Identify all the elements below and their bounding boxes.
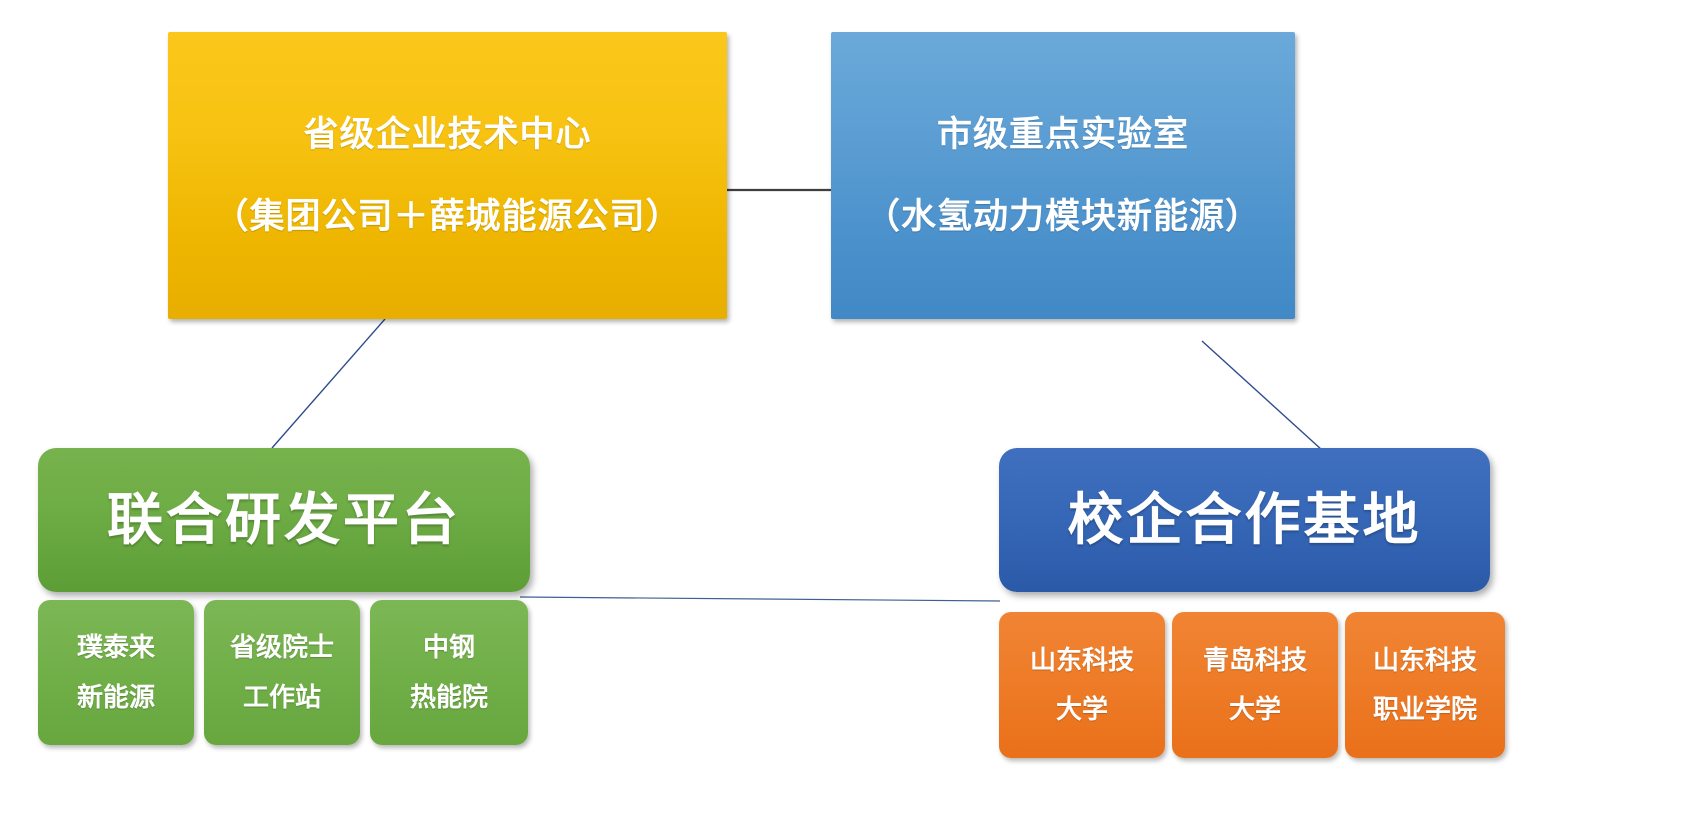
node-school-enterprise-cooperation-base[interactable]: 校企合作基地 <box>999 448 1490 592</box>
node-joint-rd-platform-label: 联合研发平台 <box>107 487 461 551</box>
chip-sinosteel-thermal-energy-institute[interactable]: 中钢 热能院 <box>370 600 528 745</box>
node-school-enterprise-base-label: 校企合作基地 <box>1067 487 1422 551</box>
connector-joint-rd-platform-to-school-enterprise-base <box>519 596 1001 602</box>
chip-sdust-voc-line1: 山东科技 <box>1372 644 1477 675</box>
node-provincial-enterprise-technology-center[interactable]: 省级企业技术中心 （集团公司＋薛城能源公司） <box>168 32 727 319</box>
connector-municipal-lab-to-school-enterprise-base <box>1201 340 1323 451</box>
chip-qingdao-university-of-science-and-technology[interactable]: 青岛科技 大学 <box>1172 612 1338 758</box>
chip-sdust-line1: 山东科技 <box>1029 644 1134 675</box>
chip-sinosteel-line1: 中钢 <box>422 632 475 663</box>
chip-putailai-line2: 新能源 <box>76 681 155 712</box>
node-provincial-center-line1: 省级企业技术中心 <box>303 115 592 155</box>
chip-academician-line1: 省级院士 <box>229 632 334 663</box>
chip-shandong-vocational-college-of-science-and-technology[interactable]: 山东科技 职业学院 <box>1345 612 1505 758</box>
chip-sdust-voc-line2: 职业学院 <box>1372 694 1477 724</box>
chip-academician-line2: 工作站 <box>242 681 321 712</box>
node-municipal-lab-line2: （水氢动力模块新能源） <box>864 196 1261 236</box>
connector-provincial-center-to-joint-rd-platform <box>271 318 386 449</box>
chip-sinosteel-line2: 热能院 <box>409 681 488 712</box>
chip-qust-line2: 大学 <box>1228 694 1281 724</box>
chip-qust-line1: 青岛科技 <box>1202 644 1307 675</box>
node-joint-rd-platform[interactable]: 联合研发平台 <box>38 448 530 592</box>
chip-putailai-line1: 璞泰来 <box>76 632 155 663</box>
chip-provincial-academician-workstation[interactable]: 省级院士 工作站 <box>204 600 360 745</box>
node-municipal-lab-line1: 市级重点实验室 <box>936 115 1189 155</box>
chip-sdust-line2: 大学 <box>1055 694 1108 724</box>
chip-putailai-new-energy[interactable]: 璞泰来 新能源 <box>38 600 194 745</box>
node-provincial-center-line2: （集团公司＋薛城能源公司） <box>213 196 682 236</box>
chip-shandong-university-of-science-and-technology[interactable]: 山东科技 大学 <box>999 612 1165 758</box>
node-municipal-key-laboratory[interactable]: 市级重点实验室 （水氢动力模块新能源） <box>831 32 1295 319</box>
